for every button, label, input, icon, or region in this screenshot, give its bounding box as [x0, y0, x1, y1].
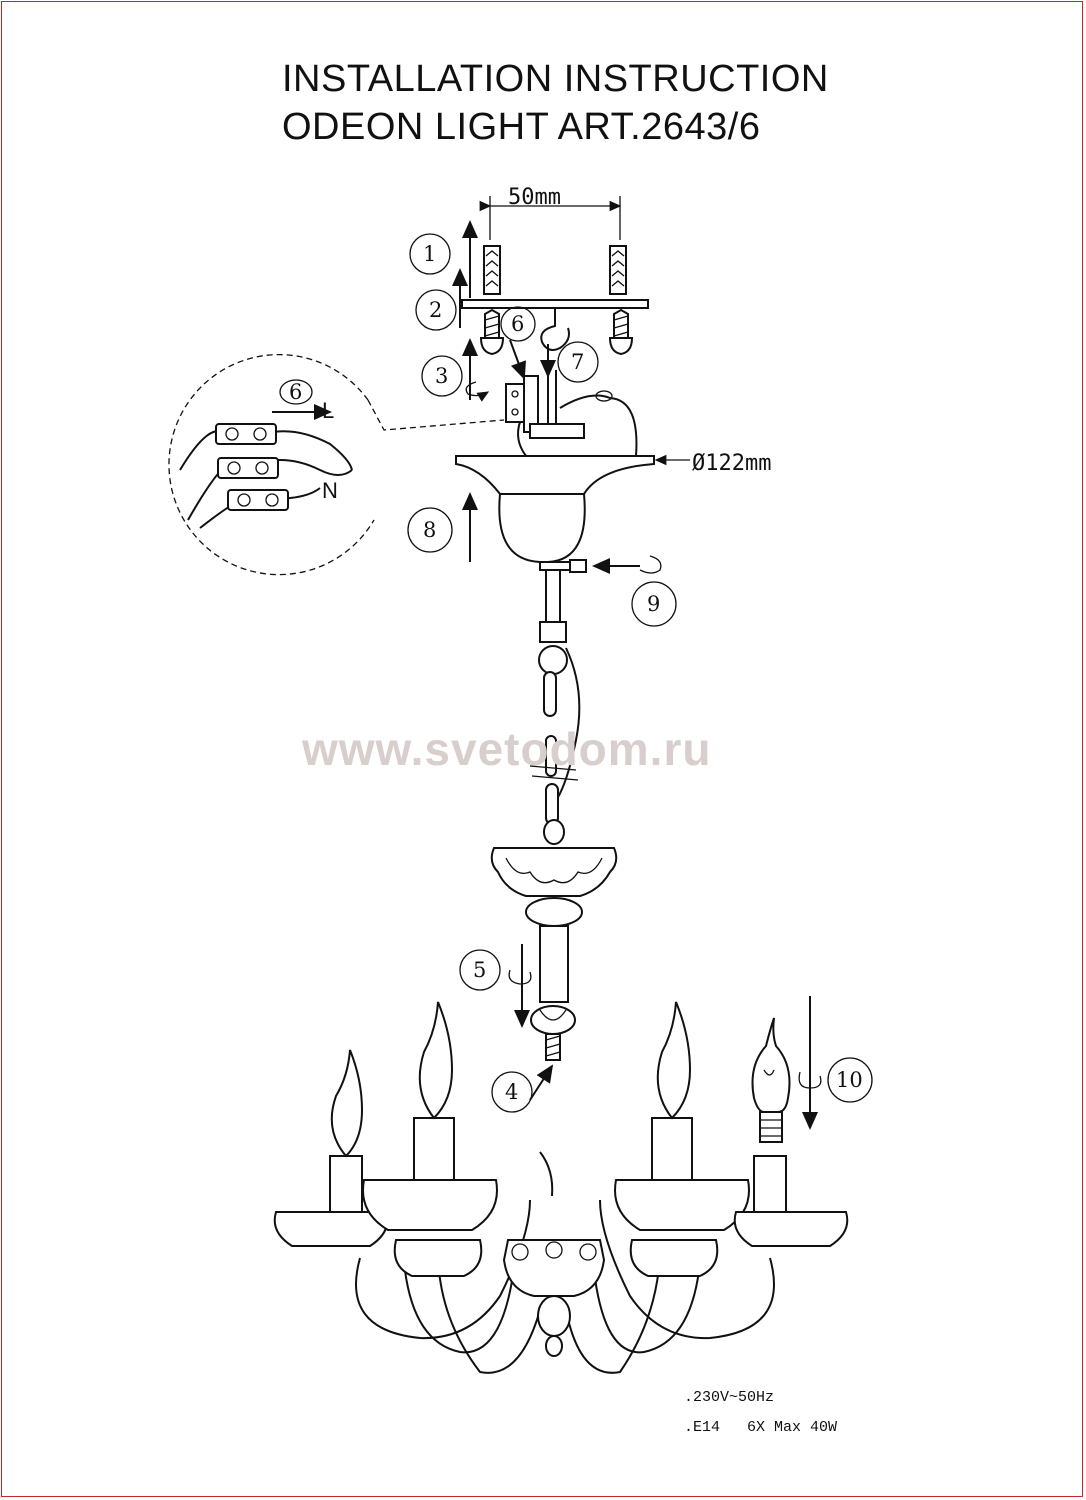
step-9: 9: [647, 592, 660, 616]
page-subtitle: ODEON LIGHT ART.2643/6: [282, 106, 761, 148]
wiring-step-label: 6: [289, 380, 302, 404]
step-3: 3: [435, 364, 448, 388]
step-4: 4: [505, 1080, 518, 1104]
spec-bulbs: .E14 6X Max 40W: [684, 1419, 838, 1436]
screw-left: [479, 308, 505, 356]
connector-nut: [530, 1005, 576, 1061]
canopy-diameter-dimension: Ø122mm: [654, 451, 771, 476]
neutral-wire-label: N: [322, 478, 338, 503]
watermark: www.svetodom.ru: [302, 723, 712, 775]
ceiling-hook: [540, 308, 570, 351]
bulb: [751, 1017, 791, 1143]
step-6: 6: [511, 312, 524, 336]
wall-plug-right: [609, 245, 627, 295]
wiring-detail: L N 6: [168, 353, 505, 576]
chandelier-body: [273, 1001, 849, 1374]
spec-voltage: .230V~50Hz: [684, 1389, 775, 1406]
live-wire-label: L: [322, 398, 334, 423]
canopy: [455, 455, 655, 573]
mount-spacing-label: 50mm: [508, 185, 561, 210]
wall-plug-left: [483, 245, 501, 295]
screw-right: [608, 308, 634, 356]
step-7: 7: [571, 350, 584, 374]
terminal-block: [505, 370, 638, 457]
page-title: INSTALLATION INSTRUCTION: [282, 58, 829, 100]
step-10: 10: [836, 1068, 863, 1092]
chain-assembly: [529, 569, 581, 845]
mount-spacing-dimension: 50mm: [479, 185, 622, 240]
step-8: 8: [423, 518, 436, 542]
step-markers: 1 2 3 4 5 6 7 8 9 10: [407, 233, 873, 1113]
step-1: 1: [423, 242, 436, 266]
upper-cup: [490, 847, 618, 1003]
svg-text:Ø122mm: Ø122mm: [692, 451, 771, 476]
mounting-bar: [461, 299, 649, 309]
step-5: 5: [473, 958, 486, 982]
step-2: 2: [429, 298, 442, 322]
